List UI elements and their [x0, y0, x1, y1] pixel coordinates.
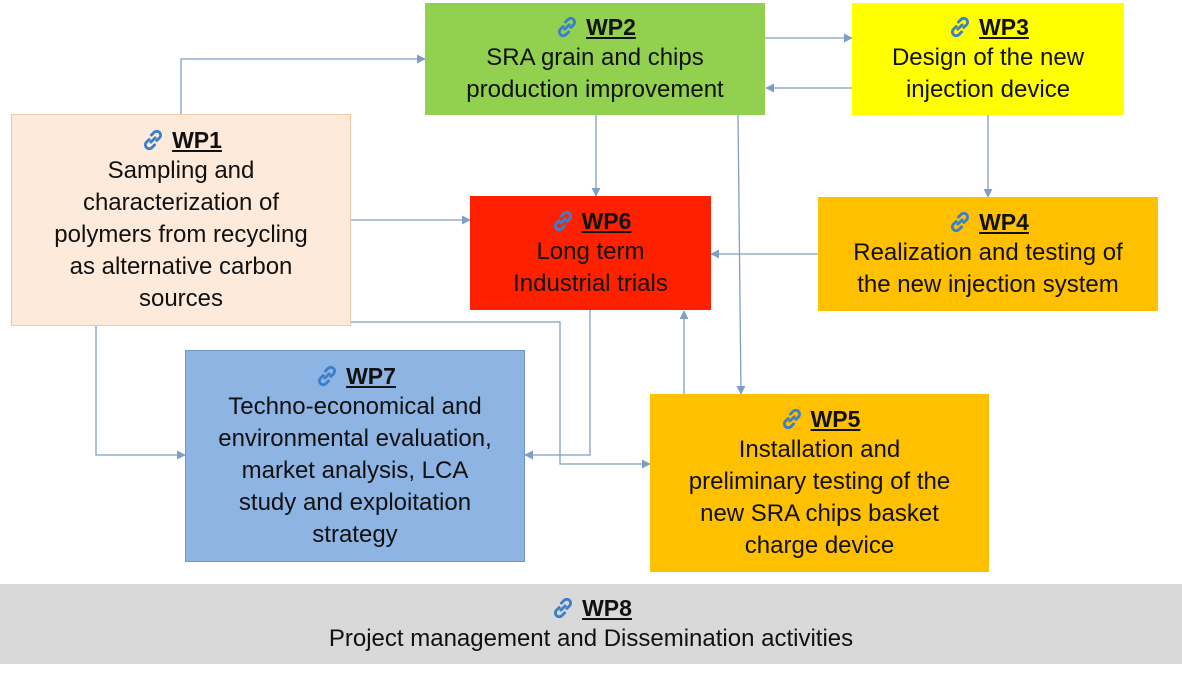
- arrow-wp2-to-wp5: [736, 114, 746, 395]
- wp6-box[interactable]: WP6 Long term Industrial trials: [470, 196, 711, 310]
- wp1-title-link[interactable]: WP1: [140, 125, 222, 155]
- wp4-description: Realization and testing of the new injec…: [853, 239, 1123, 298]
- wp3-description: Design of the new injection device: [891, 44, 1085, 103]
- link-icon: [947, 209, 973, 235]
- wp8-title: WP8: [582, 595, 632, 621]
- link-icon: [550, 595, 576, 621]
- link-icon: [314, 363, 340, 389]
- link-icon: [779, 406, 805, 432]
- wp6-title: WP6: [581, 208, 632, 234]
- wp5-box[interactable]: WP5 Installation and preliminary testing…: [650, 394, 989, 572]
- wp1-box[interactable]: WP1 Sampling and characterization of pol…: [11, 114, 351, 326]
- wp4-title-link[interactable]: WP4: [947, 207, 1029, 237]
- wp8-title-link[interactable]: WP8: [550, 593, 632, 623]
- wp1-title: WP1: [172, 127, 222, 153]
- arrow-wp1-to-wp7: [95, 326, 186, 460]
- wp4-box[interactable]: WP4 Realization and testing of the new i…: [818, 197, 1158, 311]
- wp1-description: Sampling and characterization of polymer…: [54, 157, 308, 312]
- wp5-description: Installation and preliminary testing of …: [688, 436, 951, 559]
- wp3-box[interactable]: WP3 Design of the new injection device: [852, 3, 1124, 115]
- wp4-title: WP4: [979, 209, 1029, 235]
- wp8-box[interactable]: WP8 Project management and Dissemination…: [0, 584, 1182, 664]
- wp7-title: WP7: [346, 363, 396, 389]
- wp7-box[interactable]: WP7 Techno-economical and environmental …: [185, 350, 525, 562]
- wp7-description: Techno-economical and environmental eval…: [218, 393, 492, 548]
- wp5-title-link[interactable]: WP5: [779, 404, 861, 434]
- wp5-title: WP5: [810, 406, 861, 432]
- wp3-title: WP3: [979, 14, 1029, 40]
- wp2-title-link[interactable]: WP2: [554, 12, 636, 42]
- link-icon: [550, 208, 576, 234]
- link-icon: [140, 127, 166, 153]
- link-icon: [554, 14, 580, 40]
- link-icon: [947, 14, 973, 40]
- wp2-title: WP2: [586, 14, 636, 40]
- wp6-title-link[interactable]: WP6: [550, 206, 632, 236]
- arrow-wp6-to-wp7: [524, 310, 591, 460]
- arrow-wp1-to-wp2: [180, 54, 426, 114]
- wp2-box[interactable]: WP2 SRA grain and chips production impro…: [425, 3, 765, 115]
- wp7-title-link[interactable]: WP7: [314, 361, 396, 391]
- wp2-description: SRA grain and chips production improveme…: [466, 44, 724, 103]
- wp6-description: Long term Industrial trials: [513, 238, 668, 297]
- wp8-description: Project management and Dissemination act…: [328, 625, 854, 652]
- wp3-title-link[interactable]: WP3: [947, 12, 1029, 42]
